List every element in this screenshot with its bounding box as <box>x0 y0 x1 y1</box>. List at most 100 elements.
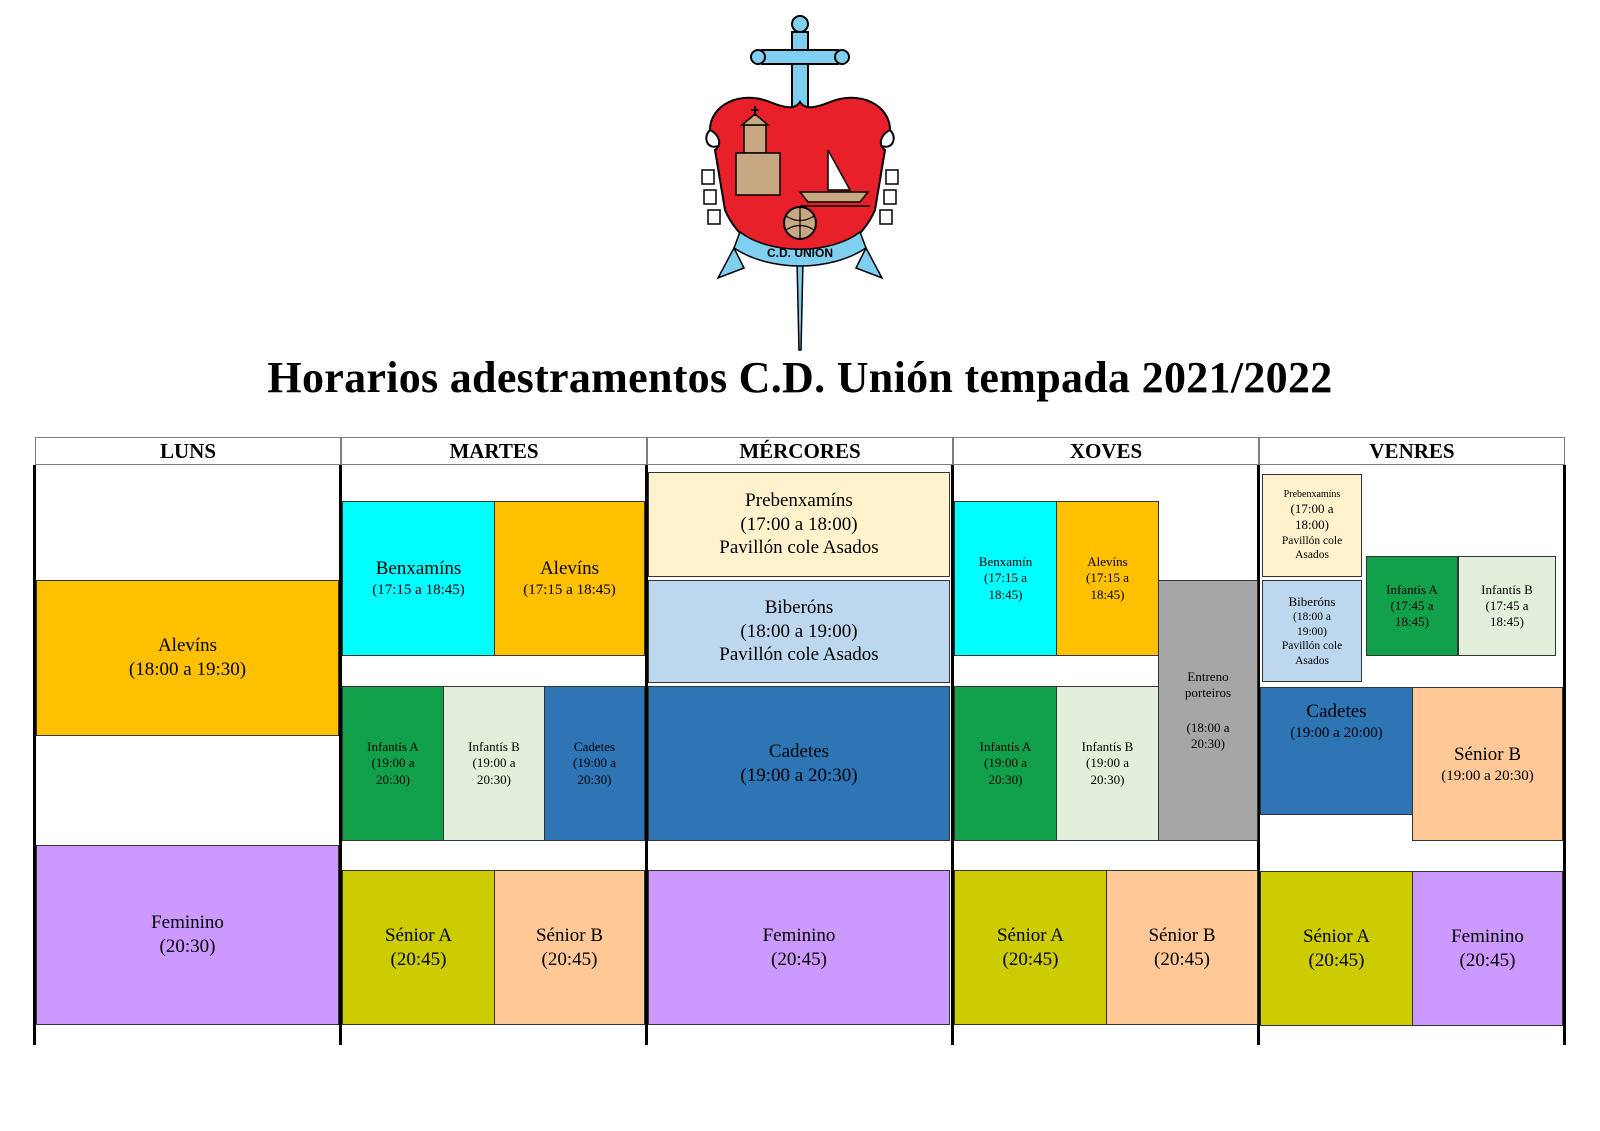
block-name: Feminino <box>1451 925 1524 947</box>
day-header-luns: LUNS <box>35 437 341 465</box>
block-time: 20:30) <box>1191 735 1225 751</box>
xoves-infantis-b-block: Infantís B (19:00 a 20:30) <box>1056 686 1159 841</box>
block-name: Alevíns <box>157 635 218 657</box>
venres-infantis-b-block: Infantís B (17:45 a 18:45) <box>1458 556 1556 656</box>
xoves-benxamin-block: Benxamín (17:15 a 18:45) <box>954 501 1057 656</box>
block-name: Infantís B <box>468 739 520 755</box>
block-time: 18:45) <box>1490 614 1524 630</box>
block-time: (20:45) <box>1154 948 1210 970</box>
block-name: Alevíns <box>1087 554 1128 570</box>
column-divider <box>33 465 36 1045</box>
venres-senior-a-block: Sénior A (20:45) <box>1260 871 1413 1026</box>
block-time: (19:00 a <box>472 755 516 771</box>
mercores-prebenxamins-block: Prebenxamíns (17:00 a 18:00) Pavillón co… <box>648 472 950 577</box>
crest-badge-text: C.D. UNION <box>767 246 833 260</box>
martes-cadetes-block: Cadetes (19:00 a 20:30) <box>544 686 645 841</box>
block-time: (17:15 a <box>1086 570 1129 586</box>
column-divider <box>951 465 954 1045</box>
block-name: Alevíns <box>539 558 600 580</box>
block-time: (17:15 a <box>984 570 1027 586</box>
block-name: Benxamíns <box>375 558 462 580</box>
page-title: Horarios adestramentos C.D. Unión tempad… <box>267 353 1333 402</box>
martes-infantis-a-block: Infantís A (19:00 a 20:30) <box>342 686 444 841</box>
mercores-cadetes-block: Cadetes (19:00 a 20:30) <box>648 686 950 841</box>
column-divider <box>1563 465 1566 1045</box>
block-time: (20:45) <box>1308 949 1365 971</box>
block-time: (20:45) <box>1002 948 1059 970</box>
block-name: Sénior A <box>996 924 1065 946</box>
block-time: (20:45) <box>1459 949 1516 971</box>
block-name: Prebenxamíns <box>745 489 853 511</box>
xoves-alevins-block: Alevíns (17:15 a 18:45) <box>1056 501 1159 656</box>
block-time: 18:00) <box>1295 517 1329 533</box>
column-divider <box>1257 465 1260 1045</box>
xoves-porteiros-block: Entreno porteiros (18:00 a 20:30) <box>1158 580 1258 841</box>
martes-infantis-b-block: Infantís B (19:00 a 20:30) <box>443 686 545 841</box>
block-place: Pavillón cole Asados <box>719 644 879 666</box>
block-time: 20:30) <box>988 771 1023 787</box>
block-name: Sénior B <box>1148 924 1216 946</box>
block-name: Biberóns <box>764 596 834 618</box>
xoves-senior-b-block: Sénior B (20:45) <box>1106 870 1258 1025</box>
day-header-xoves: XOVES <box>953 437 1259 465</box>
block-name: Prebenxamíns <box>1283 488 1341 500</box>
martes-senior-b-block: Sénior B (20:45) <box>494 870 645 1025</box>
block-time: (20:45) <box>541 948 598 970</box>
mercores-biberons-block: Biberóns (18:00 a 19:00) Pavillón cole A… <box>648 580 950 683</box>
block-place: Pavillón cole <box>1281 534 1343 547</box>
block-name: Biberóns <box>1288 594 1336 610</box>
block-time: (17:45 a <box>1390 597 1434 613</box>
block-name: Infantís A <box>367 739 419 755</box>
club-crest-logo: C.D. UNION <box>701 15 899 351</box>
block-time: 18:45) <box>988 586 1023 602</box>
block-time: (17:00 a <box>1290 501 1334 517</box>
block-time: 20:30) <box>376 771 410 787</box>
luns-feminino-block: Feminino (20:30) <box>36 845 339 1025</box>
block-name: Infantís B <box>1081 739 1134 755</box>
block-time: (20:30) <box>159 936 216 957</box>
block-name: Sénior B <box>535 924 604 946</box>
column-divider <box>339 465 342 1045</box>
venres-cadetes-block: Cadetes (19:00 a 20:00) <box>1260 687 1413 815</box>
block-time: 20:30) <box>577 771 612 787</box>
day-header-venres: VENRES <box>1259 437 1565 465</box>
block-name: Entreno <box>1187 669 1229 684</box>
block-name: Cadetes <box>1306 701 1367 722</box>
column-divider <box>645 465 648 1045</box>
day-header-martes: MARTES <box>341 437 647 465</box>
venres-senior-b-block: Sénior B (19:00 a 20:30) <box>1412 687 1563 841</box>
venres-feminino-block: Feminino (20:45) <box>1412 871 1563 1026</box>
xoves-senior-a-block: Sénior A (20:45) <box>954 870 1107 1025</box>
block-name: Feminino <box>762 924 836 946</box>
block-time: (18:00 a <box>1292 611 1331 624</box>
block-place: Pavillón cole <box>1281 640 1343 653</box>
venres-infantis-a-block: Infantís A (17:45 a 18:45) <box>1366 556 1458 656</box>
block-time: (17:45 a <box>1485 597 1529 613</box>
block-time: (20:45) <box>771 948 827 970</box>
block-name: Cadetes <box>573 739 616 755</box>
block-name: Sénior A <box>384 924 453 946</box>
block-place: Asados <box>1295 549 1329 561</box>
block-name: Cadetes <box>768 740 830 762</box>
block-name: porteiros <box>1184 685 1232 701</box>
block-time: (19:00 a <box>573 755 616 771</box>
block-name: Feminino <box>151 912 224 934</box>
martes-benxamins-block: Benxamíns (17:15 a 18:45) <box>342 501 495 656</box>
block-time: (19:00 a 20:30) <box>740 764 858 786</box>
block-name: Sénior A <box>1302 925 1371 947</box>
block-place: Asados <box>1295 654 1329 667</box>
block-time: (19:00 a <box>1086 755 1129 771</box>
block-name: Infantís A <box>979 739 1032 755</box>
block-time: 18:45) <box>1090 586 1125 602</box>
xoves-infantis-a-block: Infantís A (19:00 a 20:30) <box>954 686 1057 841</box>
block-time: (17:15 a 18:45) <box>523 582 616 598</box>
mercores-feminino-block: Feminino (20:45) <box>648 870 950 1025</box>
block-time: (19:00 a <box>371 755 415 771</box>
block-time: (17:00 a 18:00) <box>740 513 858 535</box>
block-time: (18:00 a 19:00) <box>740 620 858 642</box>
block-time: 20:30) <box>1090 771 1125 787</box>
block-time: 18:45) <box>1395 614 1429 630</box>
martes-alevins-block: Alevíns (17:15 a 18:45) <box>494 501 645 656</box>
block-time: (17:15 a 18:45) <box>372 582 465 598</box>
martes-senior-a-block: Sénior A (20:45) <box>342 870 495 1025</box>
